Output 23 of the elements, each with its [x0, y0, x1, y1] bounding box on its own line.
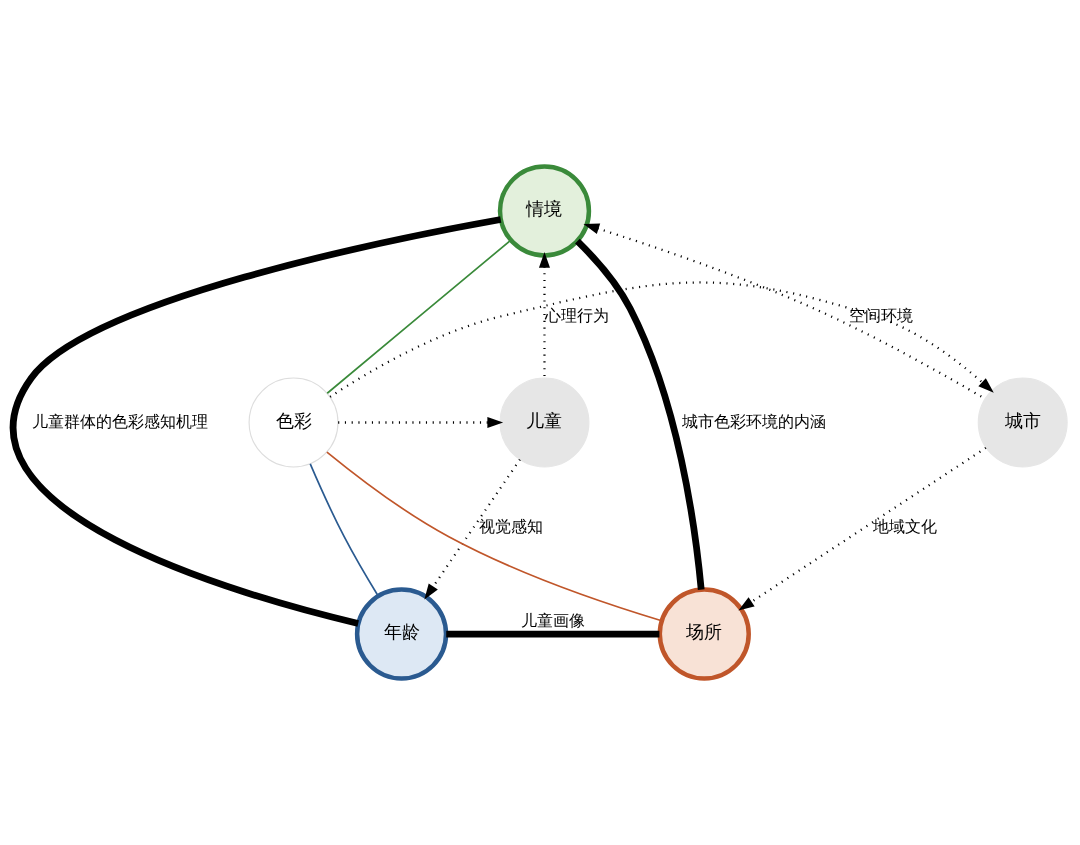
- connector: [575, 238, 705, 590]
- connector: [446, 630, 660, 638]
- edge-label: 城市色彩环境的内涵: [682, 411, 827, 431]
- arrow: [424, 458, 521, 600]
- edge-label: 儿童群体的色彩感知机理: [31, 411, 208, 431]
- edge-label: 视觉感知: [478, 517, 543, 537]
- node-circle: 情境: [497, 164, 592, 258]
- arrow: [329, 281, 994, 398]
- node-circle: 儿童: [499, 377, 590, 468]
- node-circle: 场所: [657, 587, 751, 681]
- arrow: [338, 416, 504, 429]
- edge-label: 心理行为: [545, 305, 610, 325]
- node-circle: 年龄: [354, 587, 449, 681]
- edge-label: 儿童画像: [520, 611, 585, 631]
- connector: [326, 239, 512, 395]
- edge-label: 地域文化: [872, 517, 937, 537]
- connector: [11, 216, 502, 627]
- connector: [326, 451, 663, 622]
- node-circle: 色彩: [248, 377, 339, 468]
- connector: [309, 463, 380, 597]
- edge-label: 空间环境: [848, 305, 913, 325]
- arrow: [538, 252, 550, 378]
- arrow: [738, 446, 987, 611]
